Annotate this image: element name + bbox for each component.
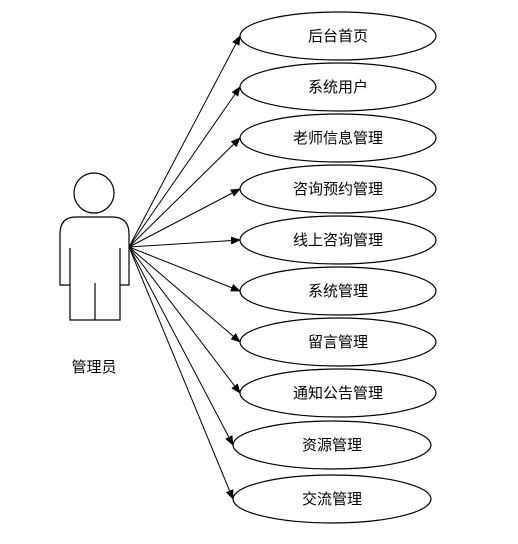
use-case-ellipse — [239, 164, 437, 214]
association-arrow-3 — [128, 137, 241, 248]
use-case-2: 系统用户 — [239, 62, 437, 112]
use-case-label: 资源管理 — [302, 436, 362, 454]
use-case-4: 咨询预约管理 — [239, 164, 437, 214]
actor-label: 管理员 — [71, 358, 116, 376]
use-case-label: 交流管理 — [302, 490, 362, 508]
use-case-label: 系统管理 — [308, 282, 368, 300]
association-arrow-6 — [128, 246, 241, 292]
use-case-ellipse — [239, 368, 437, 418]
use-case-ellipse — [232, 420, 432, 470]
use-case-10: 交流管理 — [232, 474, 432, 524]
use-case-1: 后台首页 — [239, 11, 437, 61]
use-case-label: 后台首页 — [308, 27, 368, 45]
association-arrow-10 — [128, 246, 234, 500]
use-case-5: 线上咨询管理 — [239, 215, 437, 265]
association-arrow-4 — [128, 188, 241, 248]
association-arrow-8 — [128, 246, 241, 394]
use-case-ellipse — [239, 215, 437, 265]
actor-body — [59, 216, 130, 321]
use-case-6: 系统管理 — [239, 266, 437, 316]
use-case-label: 咨询预约管理 — [293, 180, 383, 198]
associations — [128, 35, 241, 500]
use-case-ellipse — [239, 113, 437, 163]
actor-admin: 管理员 — [59, 172, 130, 376]
use-case-label: 老师信息管理 — [293, 129, 383, 147]
use-case-ellipse — [239, 317, 437, 367]
use-case-ellipse — [239, 62, 437, 112]
association-arrow-1 — [128, 35, 241, 248]
use-case-3: 老师信息管理 — [239, 113, 437, 163]
association-arrow-2 — [128, 86, 241, 248]
use-case-8: 通知公告管理 — [239, 368, 437, 418]
association-arrow-9 — [128, 246, 234, 446]
association-arrow-5 — [128, 236, 241, 248]
use-case-ellipse — [239, 266, 437, 316]
use-case-ellipse — [239, 11, 437, 61]
use-case-label: 通知公告管理 — [293, 384, 383, 402]
use-case-7: 留言管理 — [239, 317, 437, 367]
use-case-label: 线上咨询管理 — [293, 231, 383, 249]
use-case-label: 系统用户 — [308, 78, 368, 96]
association-arrow-7 — [128, 246, 241, 343]
actor-head — [73, 172, 115, 214]
use-cases: 后台首页系统用户老师信息管理咨询预约管理线上咨询管理系统管理留言管理通知公告管理… — [232, 11, 437, 524]
use-case-label: 留言管理 — [308, 333, 368, 351]
use-case-9: 资源管理 — [232, 420, 432, 470]
use-case-ellipse — [232, 474, 432, 524]
